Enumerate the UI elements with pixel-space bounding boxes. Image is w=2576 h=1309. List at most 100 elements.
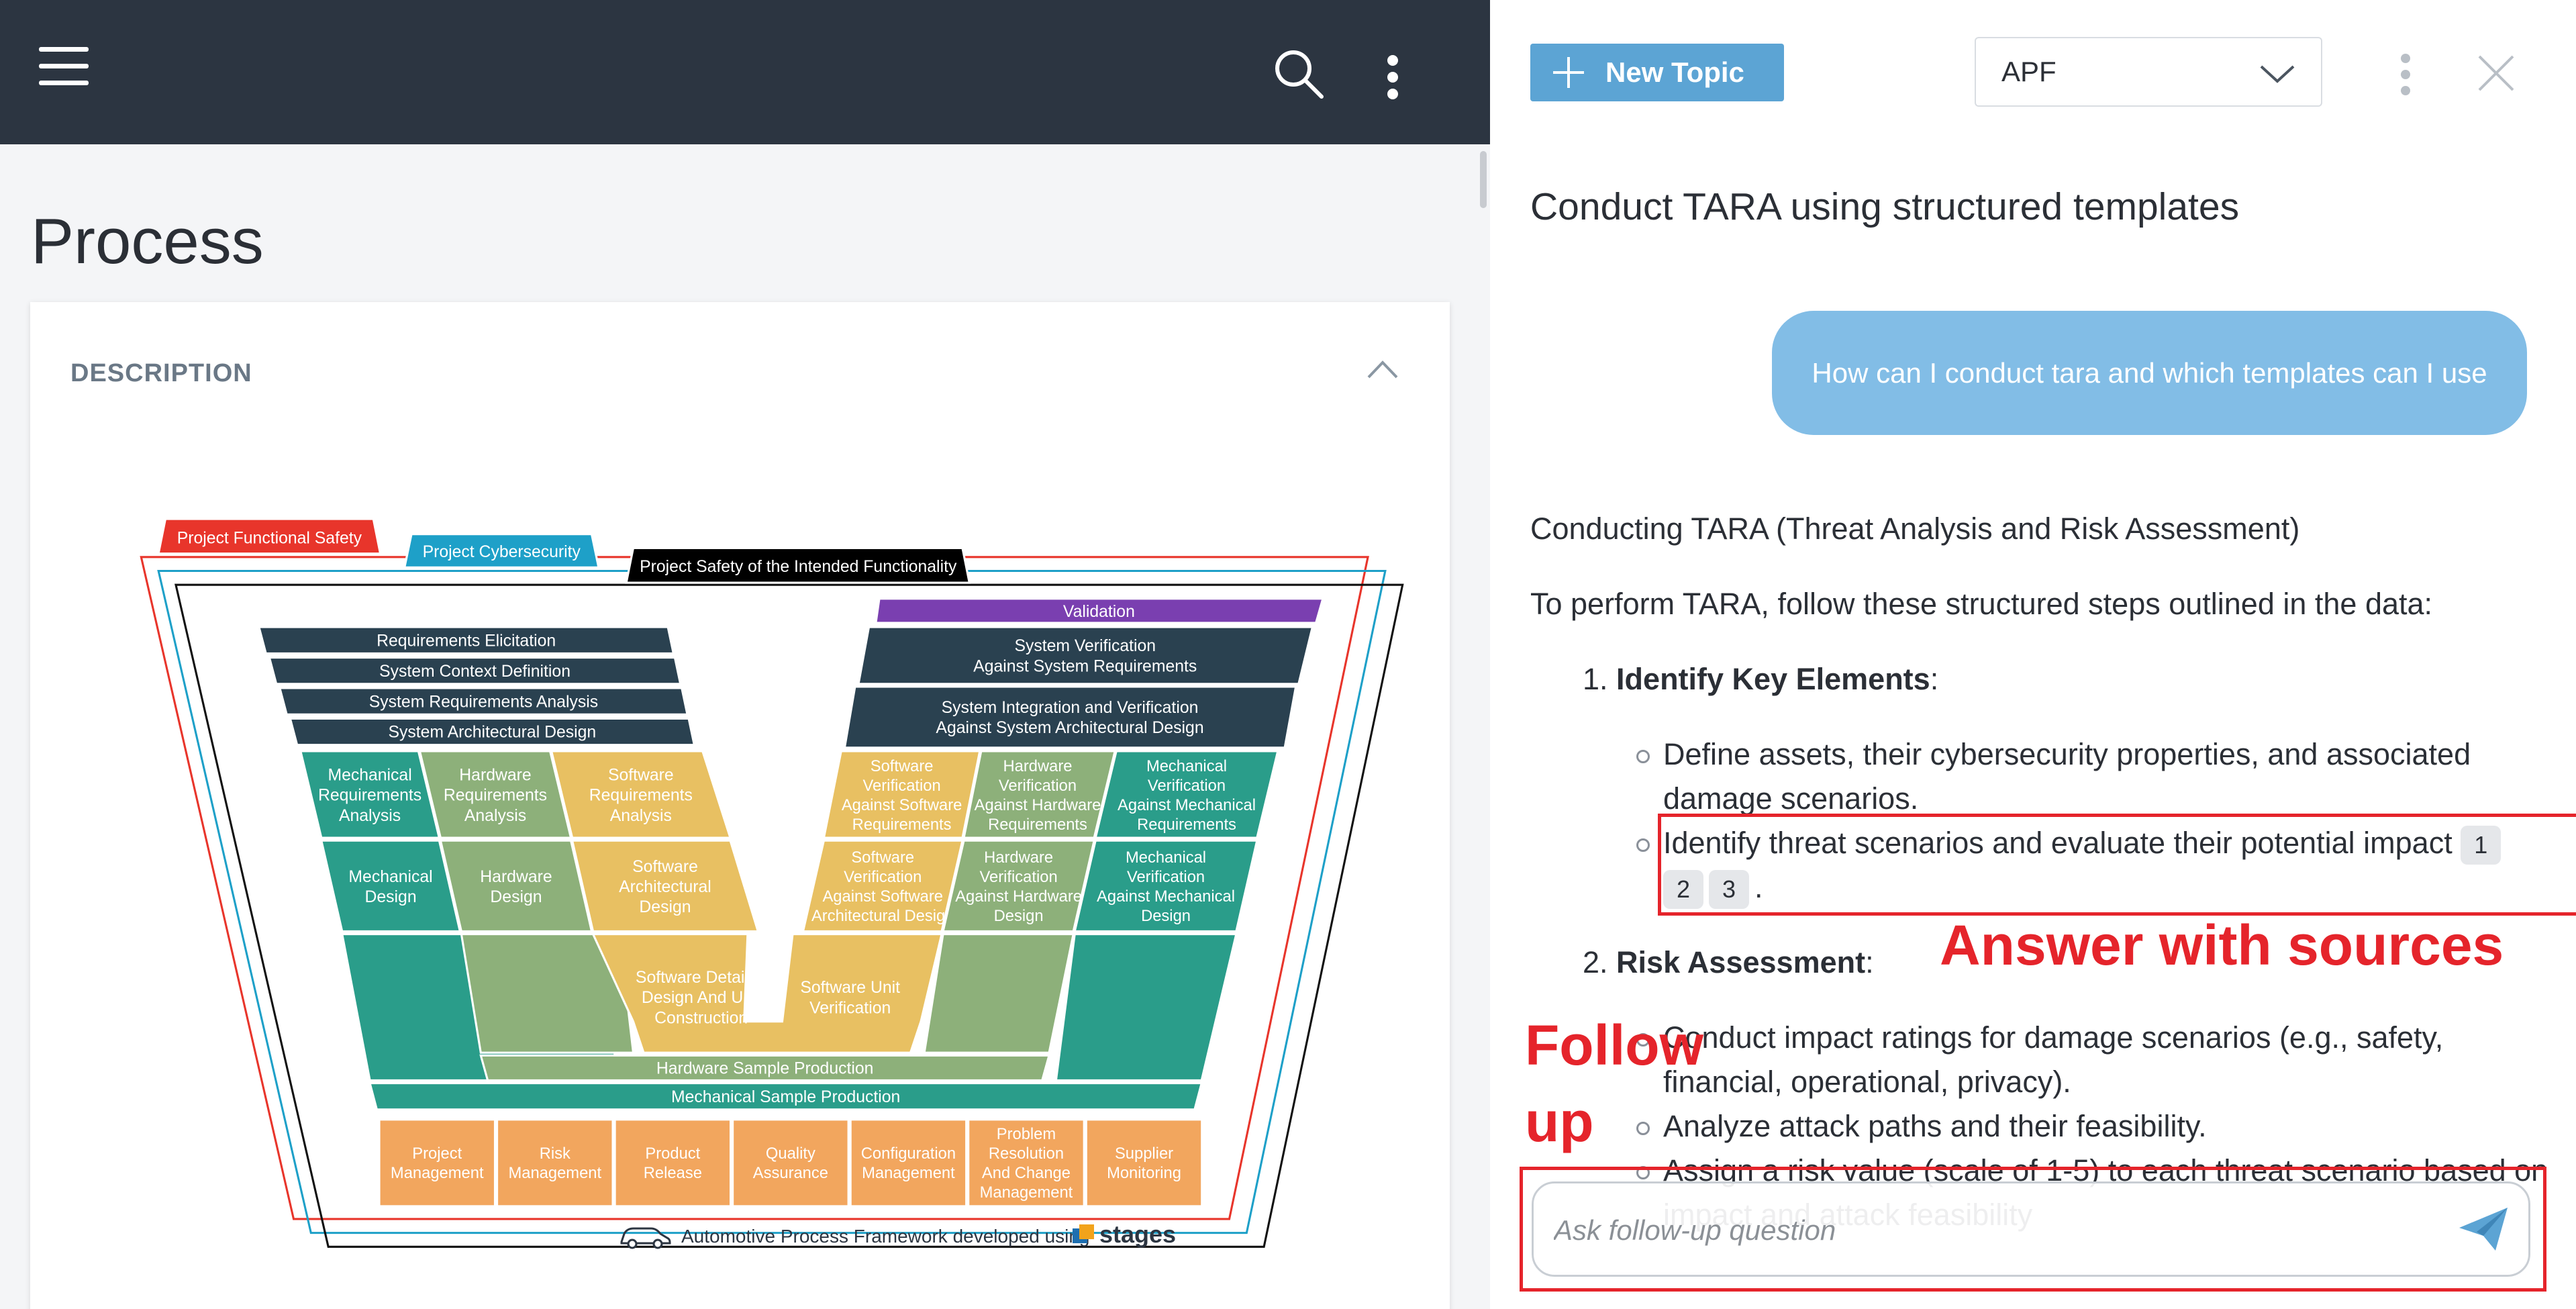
annotation-line: Follow [1525, 1014, 1703, 1077]
answer-with-sources-annotation: Answer with sources [1940, 914, 2504, 977]
scrollbar-thumb[interactable] [1480, 151, 1487, 208]
annotation-line: up [1525, 1090, 1594, 1153]
top-app-bar [0, 0, 1490, 144]
cybersecurity-frame [157, 569, 1387, 1234]
close-icon[interactable] [2477, 54, 2516, 93]
bar-label: Hardware Sample Production [656, 1060, 874, 1078]
knowledge-base-select[interactable]: APF [1975, 37, 2322, 107]
send-icon[interactable] [2457, 1205, 2510, 1253]
description-section-label: DESCRIPTION [70, 359, 252, 387]
answer-intro: To perform TARA, follow these structured… [1530, 587, 2433, 621]
select-value: APF [2001, 56, 2057, 87]
chevron-up-icon[interactable] [1366, 356, 1399, 383]
tab-cybersecurity [403, 533, 600, 569]
stages-logo-mark-icon [1073, 1224, 1094, 1243]
hamburger-menu-icon[interactable] [39, 47, 89, 86]
support-box [851, 1120, 966, 1206]
follow-up-annotation: Follow up [1525, 1007, 1703, 1160]
bar-label: System Architectural Design [388, 724, 596, 742]
diagram-footer-text: Automotive Process Framework developed u… [681, 1226, 1090, 1247]
more-options-icon[interactable] [1383, 54, 1403, 101]
follow-up-input[interactable] [1554, 1204, 2426, 1257]
left-bar [268, 657, 682, 685]
new-topic-label: New Topic [1605, 56, 1744, 88]
step-title: Identify Key Elements [1616, 662, 1930, 696]
support-box [498, 1120, 612, 1206]
bar-label: System Context Definition [379, 663, 571, 681]
source-citation-1[interactable]: 1 [2461, 826, 2501, 865]
answer-step: 1. Identify Key Elements: Define assets,… [1583, 657, 2550, 910]
bottom-v-fill [591, 933, 943, 1054]
new-topic-button[interactable]: New Topic [1530, 44, 1784, 101]
answer-sources-highlight-box [1658, 814, 2576, 916]
bar-label: Mechanical Sample Production [671, 1088, 900, 1106]
left-box [418, 750, 573, 839]
right-box [942, 839, 1096, 932]
right-bar-system-verification [857, 626, 1314, 685]
step-number: 1. [1583, 662, 1608, 696]
page-title: Process [31, 205, 264, 277]
car-icon [620, 1227, 671, 1249]
process-pane: Process DESCRIPTION Project Functional S… [0, 0, 1490, 1309]
step-title: Risk Assessment [1616, 945, 1866, 979]
tab-label: Project Cybersecurity [423, 543, 581, 561]
step-bullets: Define assets, their cybersecurity prope… [1636, 732, 2550, 910]
left-box [439, 839, 593, 932]
user-message-bubble: How can I conduct tara and which templat… [1772, 311, 2527, 435]
support-box [380, 1120, 494, 1206]
support-box [734, 1120, 848, 1206]
sotif-frame [175, 583, 1404, 1248]
left-box [571, 839, 760, 932]
right-bar-system-integration [843, 685, 1297, 749]
left-box [550, 750, 732, 839]
follow-up-highlight-box [1520, 1167, 2546, 1292]
source-citation-2[interactable]: 2 [1663, 870, 1703, 910]
validation-bar [875, 597, 1324, 624]
panel-more-options-icon[interactable] [2397, 54, 2415, 98]
left-bar [289, 717, 696, 746]
bar-label: System Requirements Analysis [369, 693, 598, 711]
tab-label: Project Safety of the Intended Functiona… [640, 558, 957, 576]
list-item-with-sources: Identify threat scenarios and evaluate t… [1636, 821, 2550, 910]
support-box [969, 1120, 1083, 1206]
right-box [962, 750, 1117, 839]
right-box [1073, 839, 1258, 932]
left-box [319, 839, 462, 932]
chevron-down-icon [2260, 65, 2295, 83]
source-citation-3[interactable]: 3 [1709, 870, 1749, 910]
list-item: Conduct impact ratings for damage scenar… [1636, 1016, 2550, 1104]
step-number: 2. [1583, 945, 1608, 979]
follow-up-composer [1532, 1181, 2530, 1277]
bullet-text: Identify threat scenarios and evaluate t… [1663, 826, 2453, 860]
right-box [822, 750, 981, 839]
right-lower-fill [1054, 933, 1238, 1082]
mechanical-sample-bar [368, 1082, 1203, 1111]
support-box [615, 1120, 730, 1206]
left-lower-sage [460, 933, 635, 1054]
user-message-text: How can I conduct tara and which templat… [1812, 356, 2487, 389]
right-box [801, 839, 964, 932]
search-icon[interactable] [1272, 47, 1326, 101]
stages-logo: stages [1099, 1220, 1177, 1248]
tab-functional-safety [157, 518, 382, 555]
